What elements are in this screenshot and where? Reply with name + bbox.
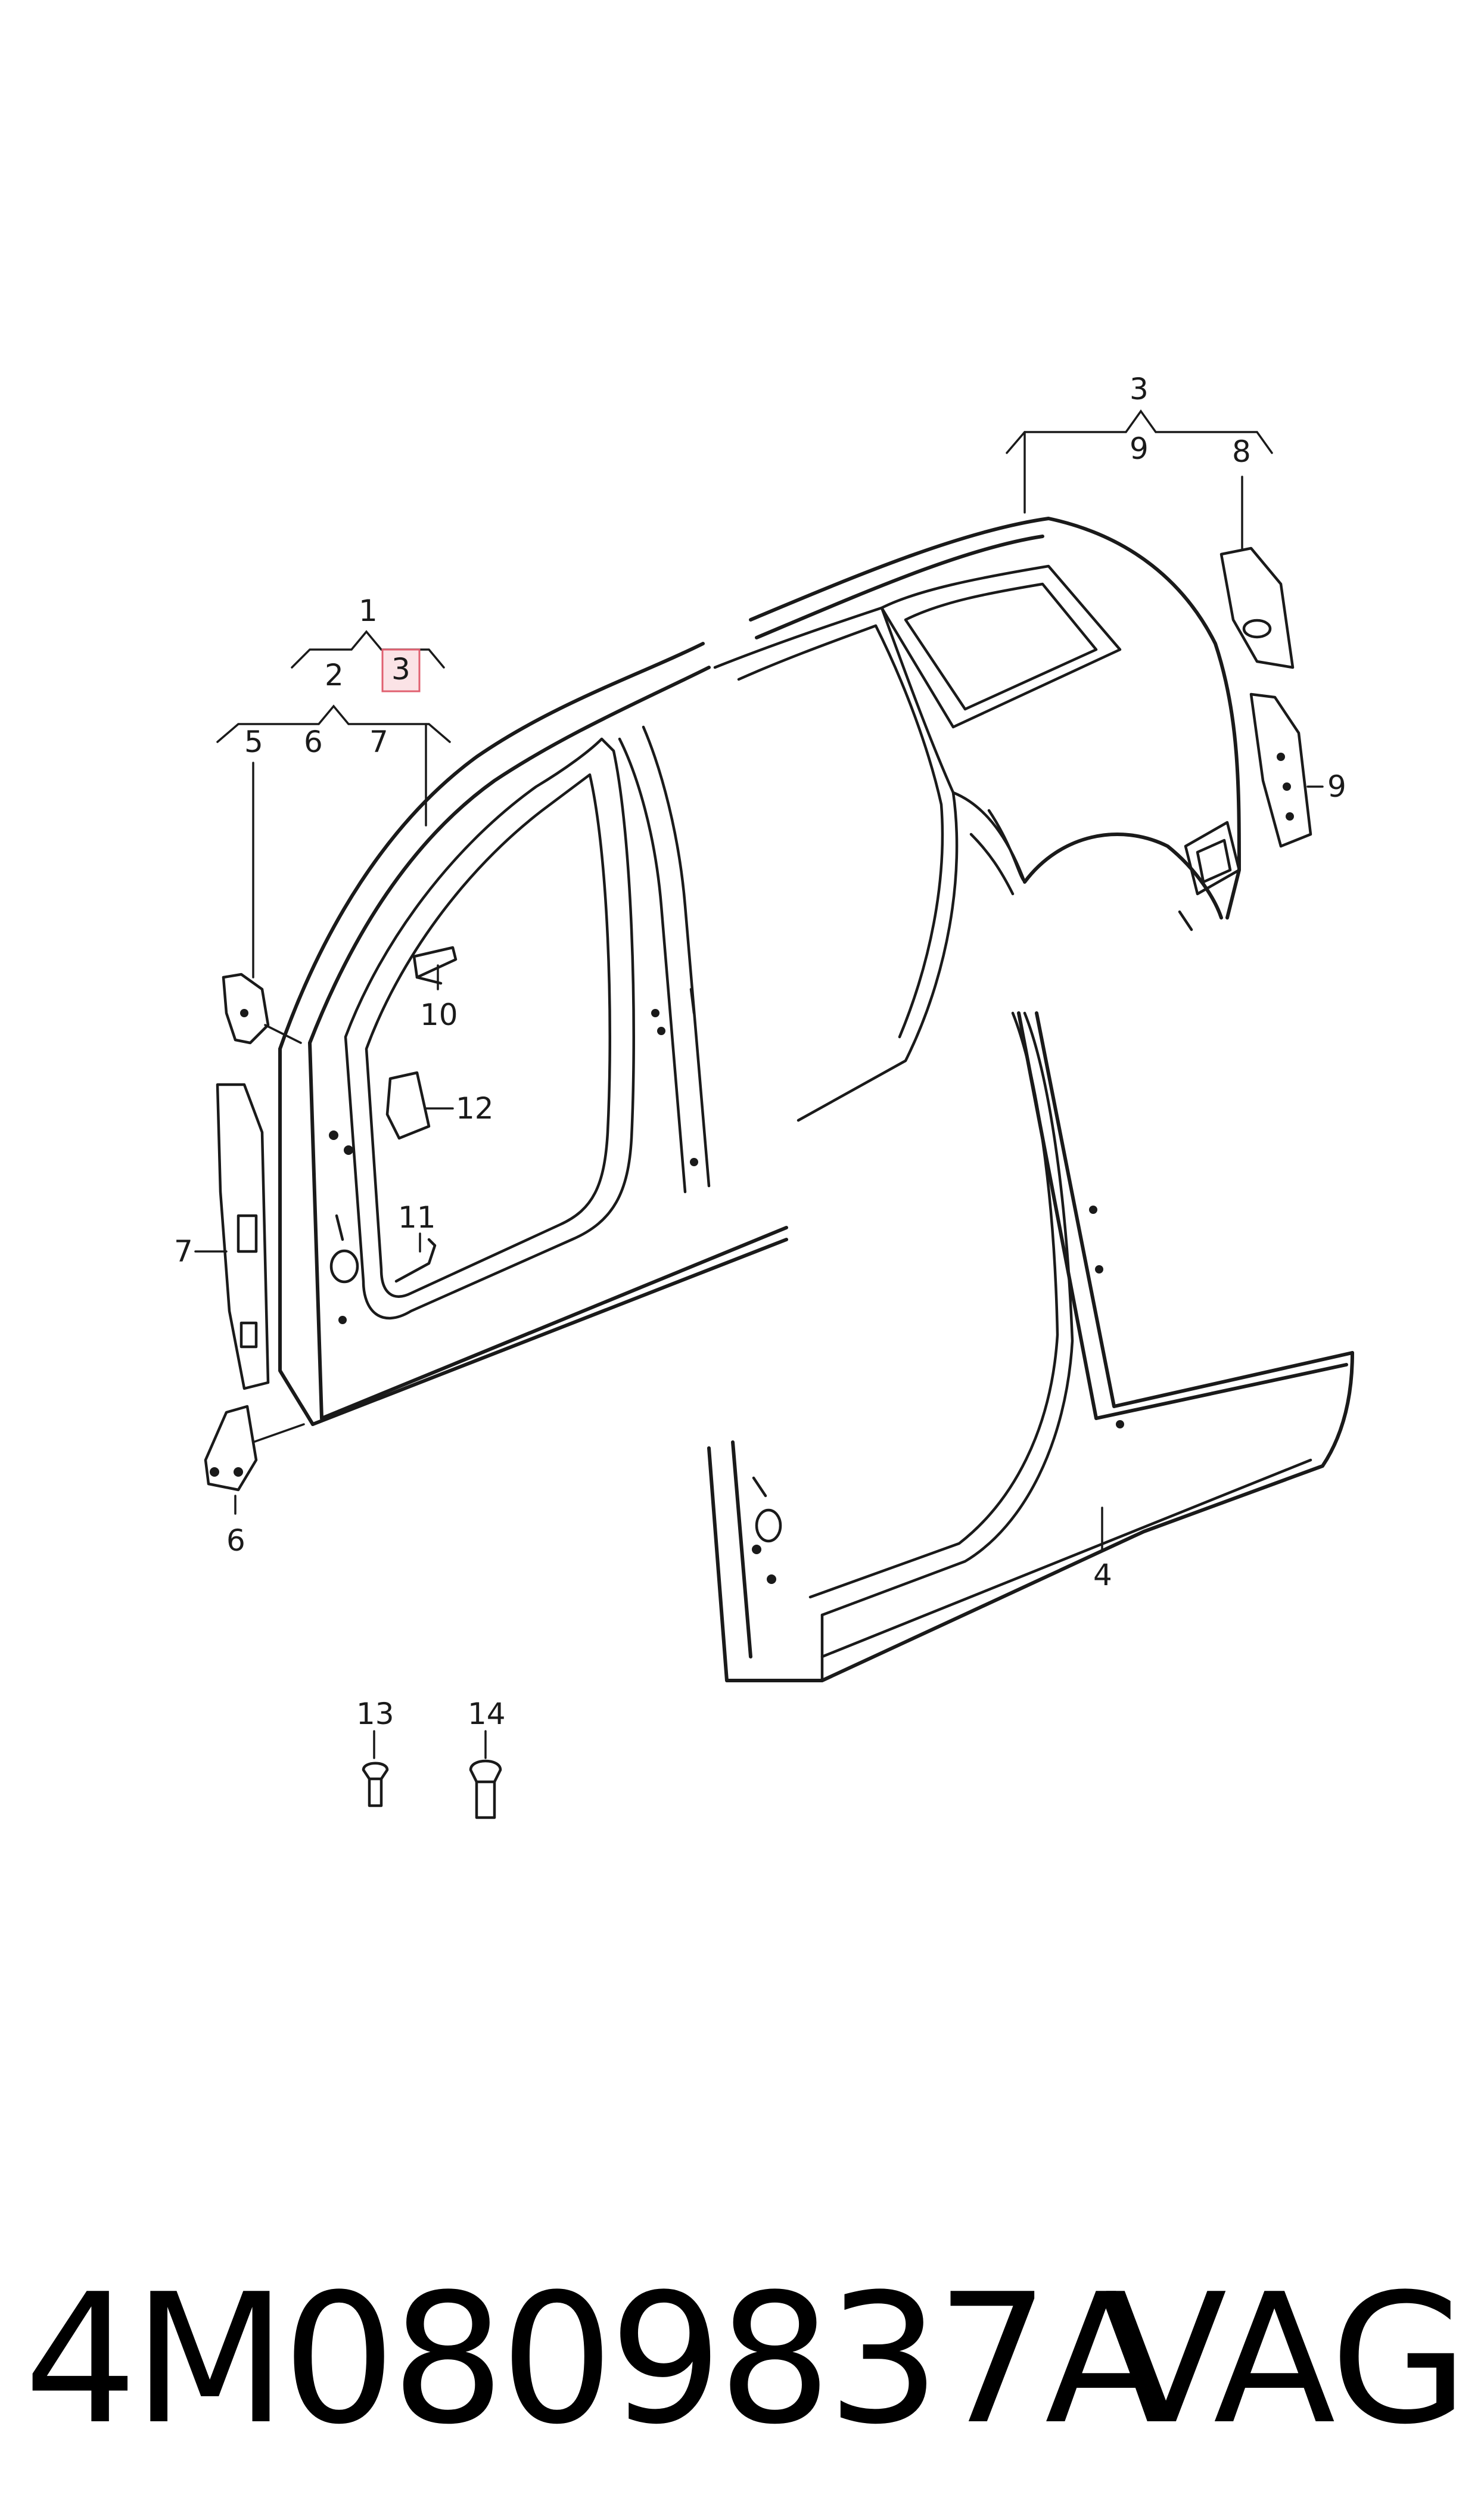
callout-14: 14 (468, 1697, 506, 1731)
lower-sill-panel (707, 1011, 1354, 1682)
part-9-bracket (1249, 692, 1312, 848)
part-5-bracket (222, 973, 302, 1045)
part-8-panel (1219, 546, 1295, 669)
rear-quarter-panel (749, 517, 1241, 1039)
side-panel-front (278, 606, 959, 1426)
part-14-rivet (469, 1759, 502, 1819)
callout-7-group: 7 (369, 725, 388, 759)
callout-4: 4 (1093, 1558, 1112, 1592)
callout-2: 2 (325, 658, 344, 692)
part-13-rivet (362, 1762, 389, 1807)
callout-10: 10 (420, 998, 458, 1032)
callout-leaders (194, 409, 1324, 1759)
callout-9-part: 9 (1327, 769, 1346, 804)
callout-8: 8 (1232, 434, 1251, 469)
callout-13: 13 (356, 1697, 394, 1731)
callout-5: 5 (244, 725, 263, 759)
part-6-bracket (204, 1405, 305, 1492)
callout-6-group: 6 (304, 725, 323, 759)
callout-3-highlighted: 3 (391, 652, 410, 687)
callout-6-part: 6 (226, 1523, 245, 1558)
callout-3-top: 3 (1130, 372, 1149, 406)
callout-labels: 1 2 3 3 4 5 6 6 7 7 8 9 9 10 11 12 13 14 (174, 372, 1346, 1731)
callout-7-part: 7 (174, 1234, 193, 1269)
callout-9-group: 9 (1130, 431, 1149, 466)
brand-name: VAG (1105, 2256, 1469, 2464)
part-10-bracket (412, 946, 458, 985)
callout-11: 11 (398, 1200, 436, 1235)
part-11-clip (394, 1238, 437, 1283)
part-12-patch (385, 1071, 431, 1140)
callout-1: 1 (359, 594, 378, 628)
part-number: 4M0809837A (24, 2256, 1167, 2464)
part-7-reinforcement (216, 1083, 270, 1390)
highlight-box (381, 648, 421, 692)
footer: 4M0809837A VAG (0, 2265, 1484, 2455)
callout-12: 12 (456, 1091, 494, 1126)
